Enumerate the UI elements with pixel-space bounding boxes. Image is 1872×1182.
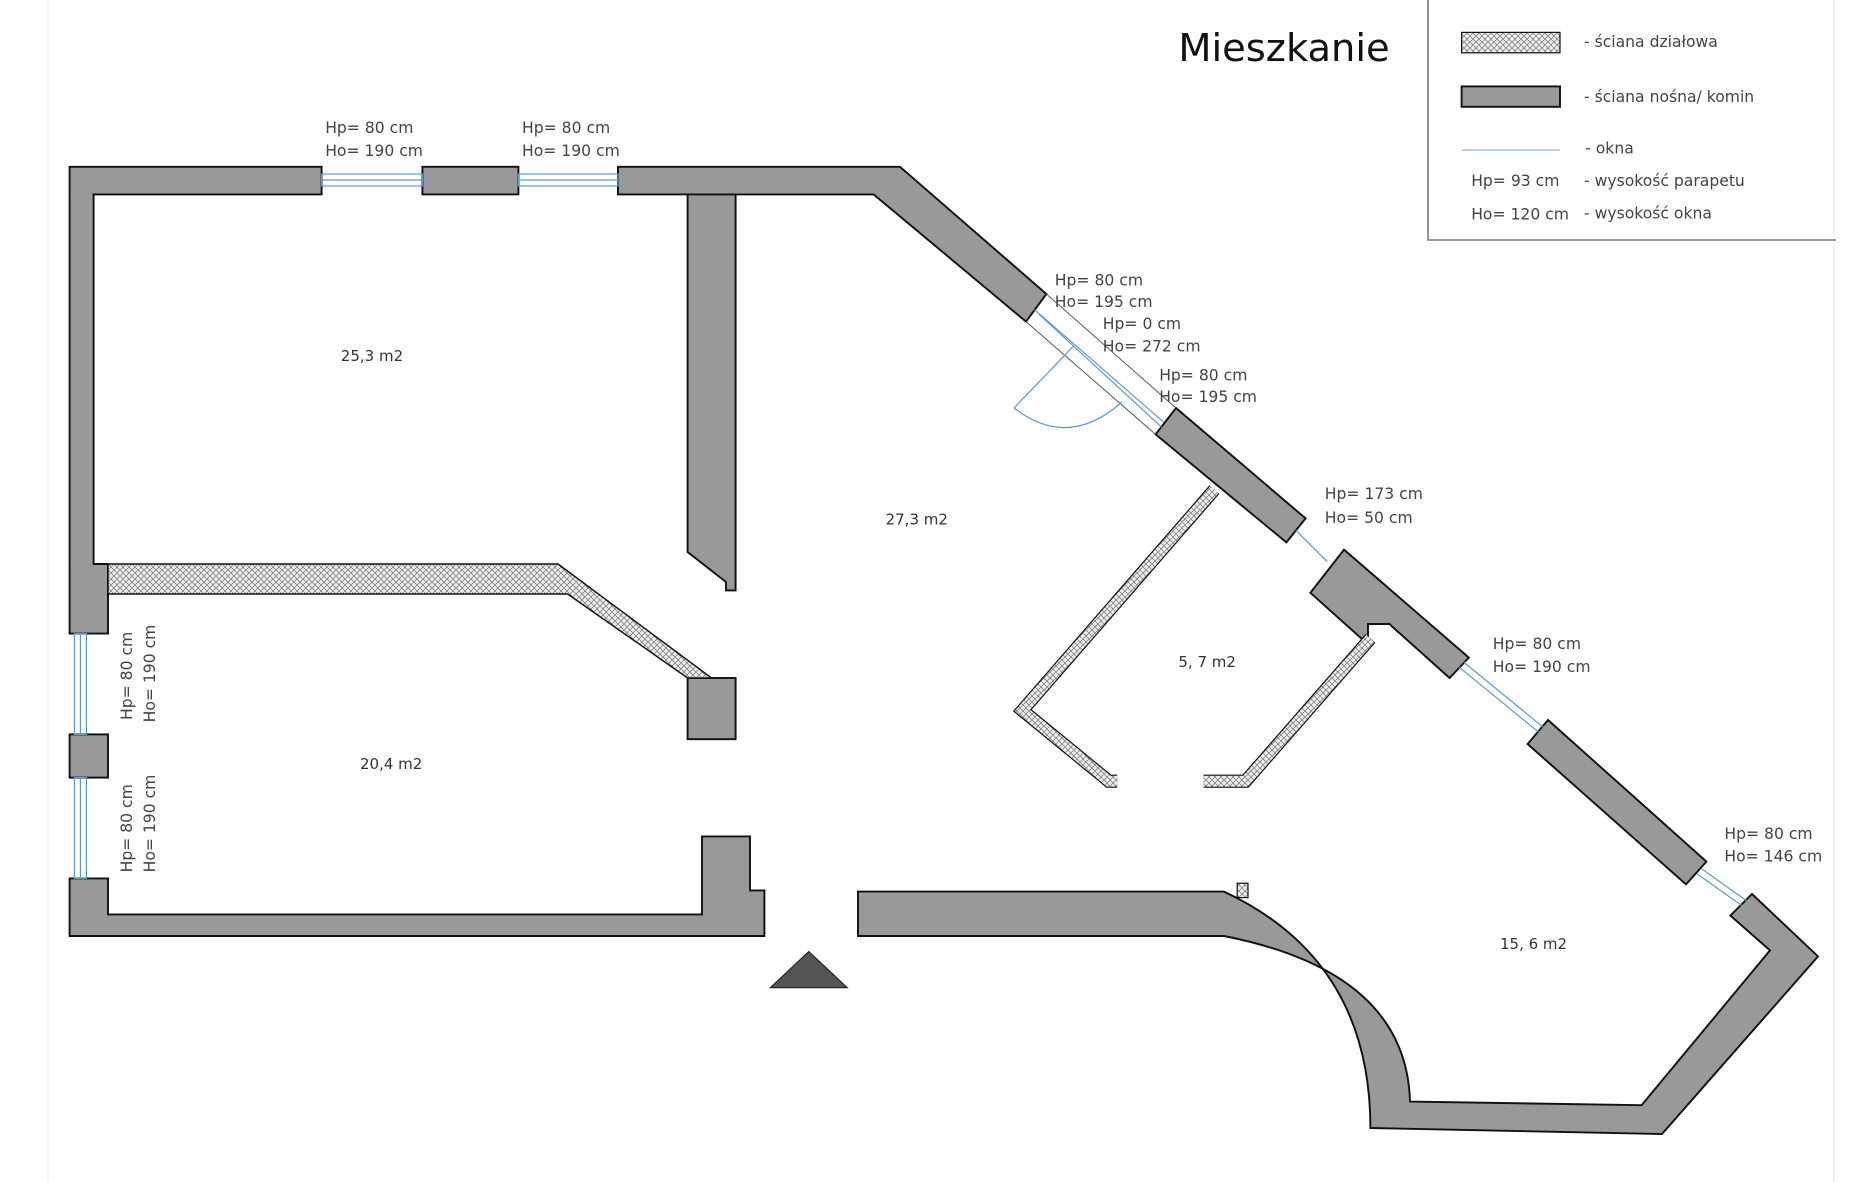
wall-curved: [857, 890, 1820, 1135]
windows: [73, 173, 1748, 907]
window-5: [1295, 529, 1328, 563]
legend-partition-label: - ściana działowa: [1584, 33, 1718, 51]
wall-top-pier: [421, 165, 520, 196]
partition-living: [107, 563, 714, 679]
wall-chimney: [1309, 548, 1471, 680]
wall-diagonal-1: [1154, 406, 1307, 544]
window-label: Hp= 80 cm: [1159, 366, 1247, 384]
window-label: Ho= 195 cm: [1159, 388, 1257, 406]
legend-bearing-swatch: [1460, 85, 1561, 108]
wall-block: [686, 677, 737, 741]
legend-ho-desc: - wysokość okna: [1584, 204, 1712, 222]
legend: - ściana działowa - ściana nośna/ komin …: [1427, 0, 1836, 241]
entrance-arrow-icon: [768, 950, 849, 989]
window-label: Hp= 0 cm: [1103, 315, 1181, 333]
wall-bottom: [68, 835, 766, 937]
window-label: Ho= 190 cm: [1493, 658, 1591, 676]
room-area-3: 20,4 m2: [360, 755, 422, 773]
window-door-balcony: [1034, 309, 1165, 423]
window-6: [1458, 666, 1539, 733]
window-label: Hp= 80 cm: [1493, 635, 1581, 653]
partition-bathroom-right: [1203, 634, 1375, 787]
wall-internal: [686, 193, 737, 592]
door-swing-arc: [1013, 401, 1123, 429]
legend-bearing-label: - ściana nośna/ komin: [1584, 88, 1754, 106]
wall-top-right: [617, 165, 1048, 323]
window-label: Hp= 80 cm: [1055, 272, 1143, 290]
room-area-4: 5, 7 m2: [1178, 653, 1236, 671]
window-label: Hp= 173 cm: [1325, 485, 1423, 503]
window-label: Hp= 80 cm: [118, 632, 136, 720]
window-label: Hp= 80 cm: [325, 119, 413, 137]
room-area-5: 15, 6 m2: [1500, 935, 1567, 953]
legend-ho-example: Ho= 120 cm: [1471, 206, 1569, 224]
wall-diagonal-2: [1526, 718, 1708, 886]
partition-bathroom-left: [1014, 486, 1219, 787]
room-area-2: 27,3 m2: [886, 510, 948, 528]
room-area-1: 25,3 m2: [341, 347, 403, 365]
window-label: Ho= 190 cm: [325, 142, 423, 160]
legend-frame: [1427, 0, 1836, 241]
legend-window-label: - okna: [1585, 140, 1634, 158]
wall-small-block: [1236, 882, 1249, 899]
window-label: Hp= 80 cm: [118, 784, 136, 872]
window-label: Ho= 50 cm: [1325, 509, 1413, 527]
window-label: Ho= 272 cm: [1103, 338, 1201, 356]
window-7: [1696, 873, 1743, 907]
window-label: Ho= 190 cm: [141, 775, 159, 873]
plan-title: Mieszkanie: [1178, 26, 1389, 71]
window-label: Ho= 146 cm: [1724, 848, 1822, 866]
partition-walls: [107, 485, 1376, 788]
window-labels: Hp= 80 cm Ho= 190 cm Hp= 80 cm Ho= 190 c…: [118, 119, 1822, 872]
wall-left-pier: [68, 733, 109, 779]
window-label: Hp= 80 cm: [522, 119, 610, 137]
window-label: Hp= 80 cm: [1724, 825, 1812, 843]
legend-partition-swatch: [1461, 31, 1561, 54]
window-label: Ho= 195 cm: [1055, 293, 1153, 311]
window-label: Ho= 190 cm: [141, 625, 159, 723]
window-label: Ho= 190 cm: [522, 142, 620, 160]
legend-hp-desc: - wysokość parapetu: [1584, 172, 1745, 190]
legend-hp-example: Hp= 93 cm: [1471, 172, 1559, 190]
